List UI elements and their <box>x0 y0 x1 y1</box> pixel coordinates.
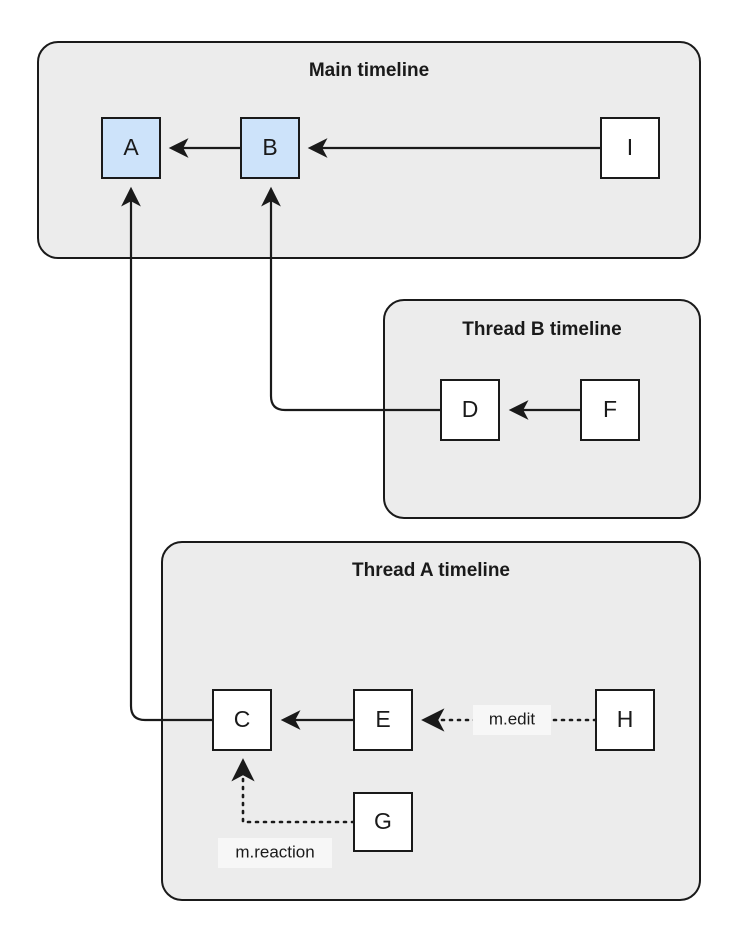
node-a-label: A <box>123 134 139 160</box>
node-d-box <box>440 379 500 441</box>
node-f-box <box>580 379 640 441</box>
node-c-box <box>212 689 272 751</box>
container-thread-a-timeline-title: Thread A timeline <box>352 560 510 581</box>
node-f[interactable]: F <box>580 379 640 441</box>
node-e-label: E <box>375 706 390 732</box>
node-h-box <box>595 689 655 751</box>
node-h-label: H <box>617 706 634 732</box>
node-e[interactable]: E <box>353 689 413 751</box>
node-i-box <box>600 117 660 179</box>
node-i-label: I <box>627 134 633 160</box>
edge-label-m-reaction-text: m.reaction <box>235 842 314 861</box>
container-main-timeline-shape <box>37 41 701 259</box>
node-d[interactable]: D <box>440 379 500 441</box>
edge-label-m-reaction-bg <box>218 838 332 868</box>
container-thread-b-timeline-title: Thread B timeline <box>462 319 621 340</box>
node-b-box <box>240 117 300 179</box>
node-h[interactable]: H <box>595 689 655 751</box>
edge-c-to-a <box>121 186 213 722</box>
node-b[interactable]: B <box>240 117 300 179</box>
node-g-box <box>353 792 413 852</box>
node-g[interactable]: G <box>353 792 413 852</box>
node-c-label: C <box>234 706 251 732</box>
container-main-timeline[interactable]: Main timeline <box>37 41 701 259</box>
node-c[interactable]: C <box>212 689 272 751</box>
edge-label-m-edit: m.edit <box>473 705 551 735</box>
node-a[interactable]: A <box>101 117 161 179</box>
node-g-label: G <box>374 808 392 834</box>
node-i[interactable]: I <box>600 117 660 179</box>
node-f-label: F <box>603 396 617 422</box>
edge-label-m-edit-bg <box>473 705 551 735</box>
edge-label-m-edit-text: m.edit <box>489 709 536 728</box>
node-e-box <box>353 689 413 751</box>
edge-g-to-c <box>231 758 356 824</box>
node-a-box <box>101 117 161 179</box>
node-d-label: D <box>462 396 479 422</box>
edge-d-to-b <box>261 186 441 412</box>
edge-label-m-reaction: m.reaction <box>218 838 332 868</box>
node-b-label: B <box>262 134 277 160</box>
container-main-timeline-title: Main timeline <box>309 60 429 81</box>
